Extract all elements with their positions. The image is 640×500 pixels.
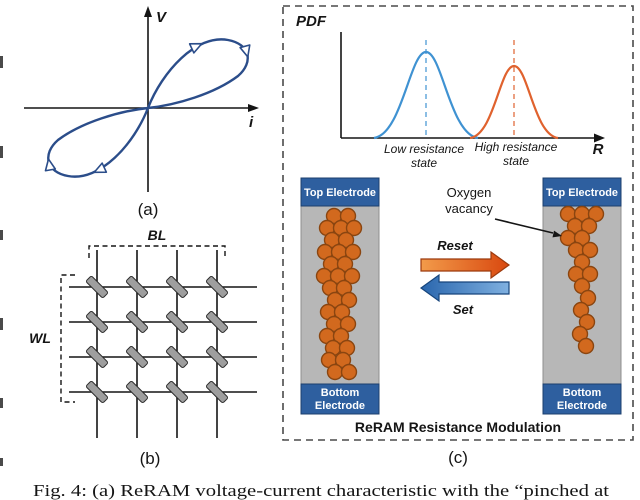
figure-caption: Fig. 4: (a) ReRAM voltage-current charac… <box>33 481 609 500</box>
oxygen-vacancy-circle <box>336 255 354 273</box>
oxygen-vacancy-circle <box>581 241 599 259</box>
memristor-cell <box>166 381 188 403</box>
switching-arrows: Reset Set <box>419 238 511 317</box>
lrs-label-line1: Low resistance <box>384 142 464 156</box>
curve-direction-arrow-icon <box>188 42 203 54</box>
lrs-bottom-electrode <box>300 383 380 415</box>
oxygen-vacancy-circle <box>587 205 605 223</box>
oxygen-vacancy-circle <box>343 267 361 285</box>
hrs-bottom-electrode-label-line2: Electrode <box>557 400 607 412</box>
edge-fragment <box>0 56 3 68</box>
memristor-cell <box>86 346 108 368</box>
oxygen-vacancy-circle <box>579 289 597 307</box>
edge-fragment <box>0 318 3 330</box>
wl-label: WL <box>29 330 51 346</box>
lrs-label-line2: state <box>411 156 437 170</box>
lrs-bottom-electrode-label-line1: Bottom <box>321 387 360 399</box>
pdf-plot: PDF R Low resistance state High resistan… <box>296 13 605 170</box>
oxygen-vacancy-circle <box>580 217 598 235</box>
bl-bracket <box>88 245 226 258</box>
v-axis-arrowhead-icon <box>144 6 152 17</box>
bl-label: BL <box>148 227 167 243</box>
oxygen-vacancy-circle <box>577 337 595 355</box>
lrs-filament <box>315 207 363 381</box>
oxygen-vacancy-pointer-line <box>494 218 554 234</box>
i-axis-label: i <box>249 114 254 131</box>
panel-c-label: (c) <box>448 448 468 467</box>
memristor-cells <box>86 276 228 403</box>
set-label: Set <box>453 302 474 317</box>
lrs-top-electrode <box>300 177 380 207</box>
memristor-cell <box>86 311 108 333</box>
hrs-bottom-electrode-label-line1: Bottom <box>563 387 602 399</box>
panel-b-crossbar: BL WL (b) <box>29 227 257 468</box>
edge-fragment <box>0 146 3 158</box>
memristor-cell <box>126 276 148 298</box>
oxygen-vacancy-circle <box>345 219 363 237</box>
memristor-cell <box>166 276 188 298</box>
memristor-cell <box>86 381 108 403</box>
curve-direction-arrow-icon <box>93 162 108 174</box>
memristor-cell <box>126 311 148 333</box>
reset-arrow-icon <box>420 250 511 280</box>
memristor-cell <box>166 346 188 368</box>
edge-fragment <box>0 230 3 240</box>
memristor-cell <box>86 276 108 298</box>
lrs-top-electrode-label: Top Electrode <box>304 187 376 199</box>
page-edge-text-fragments <box>0 56 3 466</box>
panel-b-label: (b) <box>140 449 161 468</box>
wl-bracket <box>60 274 75 403</box>
oxygen-vacancy-circle <box>326 363 344 381</box>
hrs-device: Top Electrode Bottom Electrode <box>542 177 622 415</box>
lrs-device: Top Electrode Bottom Electrode <box>300 177 380 415</box>
panel-c-title: ReRAM Resistance Modulation <box>355 419 561 435</box>
lrs-distribution-curve <box>373 50 479 140</box>
hysteresis-curve <box>47 38 249 178</box>
memristor-cell <box>166 311 188 333</box>
lrs-bottom-electrode-label-line2: Electrode <box>315 400 365 412</box>
oxygen-vacancy-circle <box>581 265 599 283</box>
hrs-filament <box>559 205 605 355</box>
panel-c-border <box>282 5 634 441</box>
memristor-cell <box>206 276 228 298</box>
oxygen-vacancy-pointer-arrowhead-icon <box>552 230 562 238</box>
curve-direction-arrow-icon <box>44 158 57 172</box>
r-axis-label: R <box>593 141 604 158</box>
oxygen-vacancy-circle <box>340 291 358 309</box>
oxygen-vacancy-label-line1: Oxygen <box>447 185 492 200</box>
hrs-label-line2: state <box>503 154 529 168</box>
memristor-cell <box>126 381 148 403</box>
set-arrow-icon <box>419 273 510 303</box>
oxygen-vacancy-circle <box>340 363 358 381</box>
i-axis-arrowhead-icon <box>248 104 259 112</box>
memristor-cell <box>206 311 228 333</box>
hrs-top-electrode-label: Top Electrode <box>546 187 618 199</box>
panel-c-modulation: PDF R Low resistance state High resistan… <box>282 5 634 467</box>
curve-direction-arrow-icon <box>239 44 251 58</box>
memristor-cell <box>206 381 228 403</box>
pdf-x-axis-arrowhead-icon <box>594 133 605 143</box>
memristor-cell <box>126 346 148 368</box>
hrs-label-line1: High resistance <box>475 140 558 154</box>
panel-a-label: (a) <box>138 200 159 219</box>
hrs-bottom-electrode <box>542 383 622 415</box>
edge-fragment <box>0 398 3 408</box>
reset-label: Reset <box>437 238 473 253</box>
oxygen-vacancy-label-line2: vacancy <box>445 201 493 216</box>
pdf-ylabel: PDF <box>296 13 327 30</box>
hrs-distribution-curve <box>469 64 559 140</box>
oxygen-vacancy-circle <box>578 313 596 331</box>
memristor-cell <box>206 346 228 368</box>
oxygen-vacancy-circle <box>344 243 362 261</box>
hrs-top-electrode <box>542 177 622 207</box>
panel-a-hysteresis: V i (a) <box>24 6 259 219</box>
oxygen-vacancy-callout: Oxygen vacancy <box>445 185 562 238</box>
oxygen-vacancy-circle <box>337 231 355 249</box>
v-axis-label: V <box>156 9 168 26</box>
edge-fragment <box>0 458 3 466</box>
oxygen-vacancy-circle <box>339 315 357 333</box>
